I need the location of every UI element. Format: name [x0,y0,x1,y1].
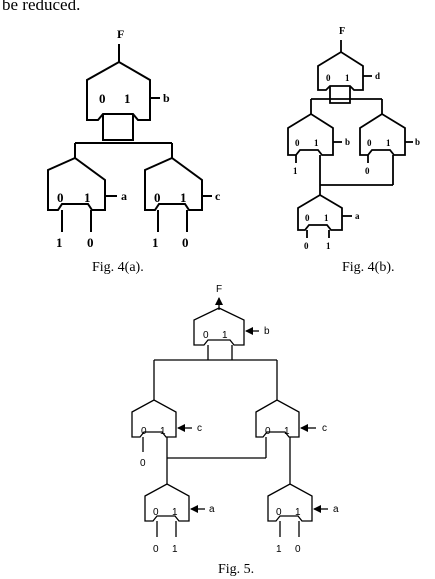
fig4a-left-leaf1: 0 [87,235,94,250]
fig5-botr-select: a [333,504,339,515]
fig5-botr-leaf0: 1 [276,544,282,555]
fig4b-caption: Fig. 4(b). [342,260,395,275]
fig5-midl-select: c [197,423,202,434]
fig4a-right-leaf1: 0 [182,235,189,250]
fig5-caption: Fig. 5. [218,562,255,577]
fig4b-midl-select: b [345,137,350,147]
fig4a-left-in0: 0 [57,190,64,205]
fig4a-left-in1: 1 [84,190,91,205]
fig5-top-select: b [264,326,270,337]
fig-4a: F 0 1 b 0 1 a 1 0 0 [47,27,221,250]
fig4b-top-in1: 1 [345,73,350,83]
fig4b-bot-in0: 0 [305,213,310,223]
intro-text: be reduced. [2,0,81,14]
fig4b-output-label: F [339,26,345,37]
fig4b-midr-in0: 0 [367,138,372,148]
fig5-mux-bot-right: 0 1 a 1 0 [267,483,339,555]
fig5-top-in1: 1 [222,330,228,341]
fig4a-left-select: a [121,189,127,203]
fig4a-output-label: F [117,27,124,41]
fig5-midr-in0: 0 [265,426,271,437]
fig4a-mux-top: 0 1 b [86,60,170,141]
fig4a-right-select: c [215,189,221,203]
fig4a-top-in1: 1 [124,91,131,106]
fig4b-midl-leaf0: 1 [293,166,298,176]
fig4b-midr-select: b [415,137,420,147]
fig5-botl-leaf1: 1 [172,544,178,555]
fig4b-mux-top: 0 1 d [317,50,380,104]
fig-5: F 0 1 b 0 1 c 0 0 [131,284,339,555]
fig4a-top-select: b [163,91,170,105]
fig4b-midl-in0: 0 [295,138,300,148]
fig4b-mux-mid-left: 0 1 b 1 [287,112,350,176]
fig5-botl-leaf0: 0 [153,544,159,555]
fig5-top-in0: 0 [203,330,209,341]
fig5-midl-in1: 1 [160,426,166,437]
fig5-output-label: F [216,284,222,295]
fig4b-top-select: d [375,71,380,81]
fig4a-mux-right: 0 1 c 1 0 [144,156,221,250]
fig4a-right-leaf0: 1 [152,235,159,250]
fig5-botr-leaf1: 0 [295,544,301,555]
fig5-botl-in0: 0 [153,507,159,518]
fig4a-mux-left: 0 1 a 1 0 [47,156,127,250]
fig5-midr-in1: 1 [284,426,290,437]
fig5-midl-in0: 0 [141,426,147,437]
fig4b-mux-bottom: 0 1 a 0 1 [297,193,360,251]
fig5-mux-mid-left: 0 1 c 0 [131,399,202,469]
fig4b-midl-in1: 1 [314,138,319,148]
fig4b-mux-mid-right: 0 1 b 0 [359,112,420,185]
fig5-botl-select: a [209,504,215,515]
fig4a-right-in1: 1 [180,190,187,205]
fig4a-left-leaf0: 1 [56,235,63,250]
fig4b-top-in0: 0 [326,73,331,83]
fig5-botl-in1: 1 [172,507,178,518]
fig4b-bot-leaf1: 1 [326,241,331,251]
fig-4b: F 0 1 d 0 1 b 1 0 1 b [287,26,420,251]
fig5-mux-mid-right: 0 1 c [255,399,327,484]
fig4b-bot-in1: 1 [324,213,329,223]
fig4b-midr-leaf0: 0 [365,166,370,176]
fig5-botr-in0: 0 [276,507,282,518]
fig4b-midr-in1: 1 [386,138,391,148]
fig5-mux-bot-left: 0 1 a 0 1 [144,483,215,555]
fig5-midl-leaf0: 0 [140,458,146,469]
fig4a-top-in0: 0 [99,91,106,106]
fig5-mux-top: 0 1 b [193,307,270,355]
fig5-botr-in1: 1 [295,507,301,518]
fig4b-bot-leaf0: 0 [304,241,309,251]
fig5-midr-select: c [322,423,327,434]
fig4b-bot-select: a [355,211,360,221]
fig4a-right-in0: 0 [154,190,161,205]
fig4a-caption: Fig. 4(a). [92,260,144,275]
